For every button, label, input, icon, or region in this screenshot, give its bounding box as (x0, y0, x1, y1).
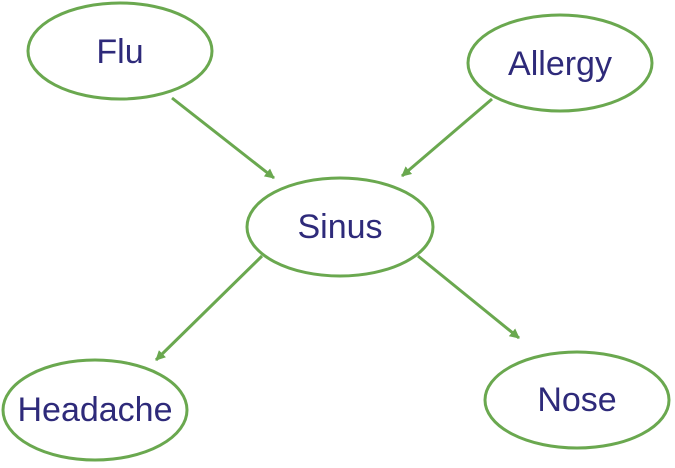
node-sinus-ellipse (245, 176, 435, 278)
node-nose: Nose (483, 350, 671, 450)
node-flu: Flu (26, 1, 214, 101)
node-flu-label: Flu (96, 33, 143, 71)
edge-flu-to-sinus (171, 96, 275, 180)
node-sinus: Sinus (245, 176, 435, 278)
node-nose-label: Nose (537, 381, 616, 419)
node-allergy-label: Allergy (508, 45, 612, 83)
node-allergy-ellipse (466, 13, 654, 113)
node-nose-ellipse (483, 350, 671, 450)
node-allergy: Allergy (466, 13, 654, 113)
edge-sinus-to-nose (417, 254, 520, 340)
node-flu-ellipse (26, 1, 214, 101)
edge-allergy-to-sinus (401, 97, 493, 178)
node-headache-label: Headache (17, 391, 172, 429)
edge-sinus-to-headache (154, 254, 264, 362)
node-headache: Headache (1, 358, 189, 462)
node-headache-ellipse (1, 358, 189, 462)
node-sinus-label: Sinus (297, 208, 382, 246)
edges (154, 96, 520, 362)
